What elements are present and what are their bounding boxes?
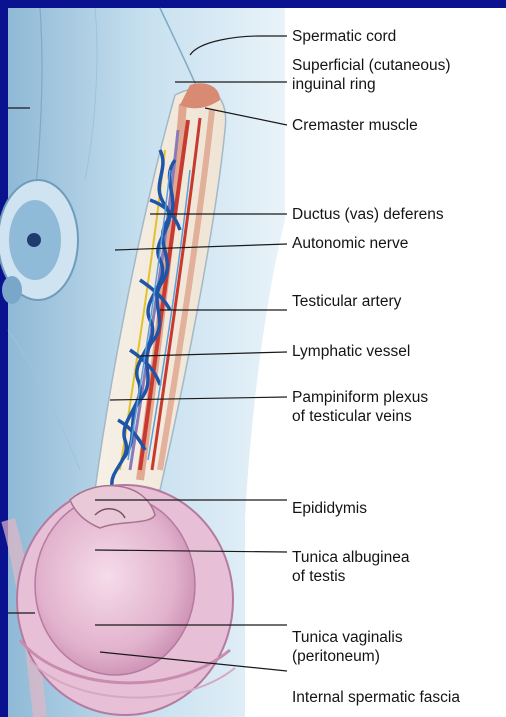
label-tunica-vaginalis: Tunica vaginalis (peritoneum): [292, 628, 502, 666]
label-spermatic-cord: Spermatic cord: [292, 27, 396, 46]
label-internal-spermatic-fascia: Internal spermatic fascia: [292, 688, 460, 707]
label-tunica-albuginea: Tunica albuginea of testis: [292, 548, 502, 586]
label-ductus-deferens: Ductus (vas) deferens: [292, 205, 444, 224]
testis: [17, 485, 235, 715]
label-lymphatic-vessel: Lymphatic vessel: [292, 342, 410, 361]
label-superficial-inguinal-ring: Superficial (cutaneous) inguinal ring: [292, 56, 502, 94]
label-epididymis: Epididymis: [292, 499, 367, 518]
label-autonomic-nerve: Autonomic nerve: [292, 234, 408, 253]
label-cremaster-muscle: Cremaster muscle: [292, 116, 418, 135]
label-testicular-artery: Testicular artery: [292, 292, 401, 311]
label-pampiniform-plexus: Pampiniform plexus of testicular veins: [292, 388, 502, 426]
